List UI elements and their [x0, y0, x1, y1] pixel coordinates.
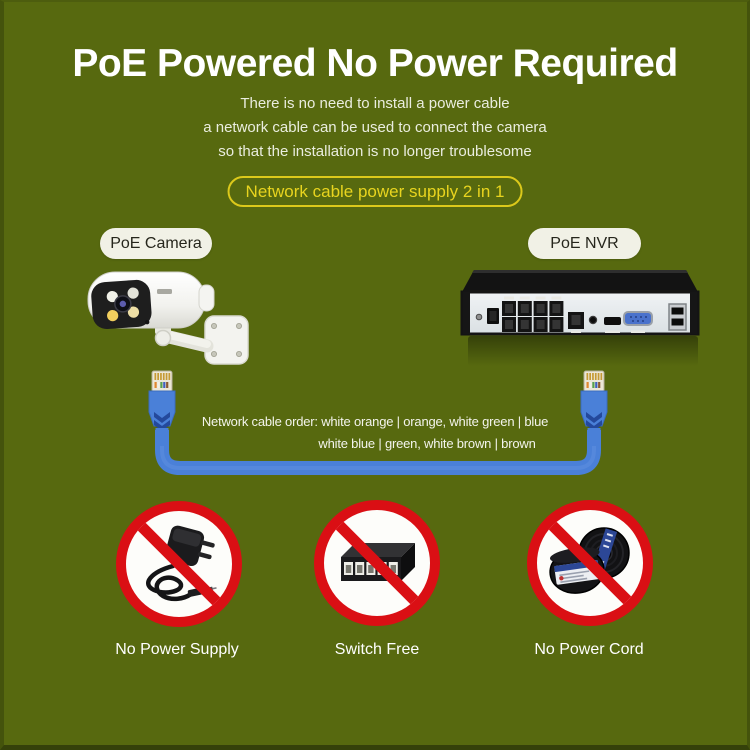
poe-nvr-illustration [460, 270, 700, 336]
hdmi-port [604, 317, 621, 325]
nvr-reflection [468, 336, 698, 366]
cable-note-line-2: white blue | green, white brown | brown [318, 436, 536, 451]
vga-port [623, 311, 653, 326]
no-power-cord-label: No Power Cord [534, 641, 644, 658]
no-power-cord-sign [527, 500, 653, 626]
camera-label-pill: PoE Camera [100, 228, 212, 259]
no-power-supply-label: No Power Supply [115, 641, 239, 658]
ethernet-cable [155, 430, 601, 475]
nvr-label-pill: PoE NVR [528, 228, 641, 259]
rj45-plug-nvr [580, 370, 608, 446]
cable-note-line-1: Network cable order: white orange | oran… [201, 414, 549, 429]
poe-port-grid [502, 296, 564, 332]
subtitle-line-1: There is no need to install a power cabl… [240, 95, 510, 112]
no-power-supply-sign [116, 501, 242, 627]
rj45-plug-camera [148, 370, 176, 446]
switch-free-sign [314, 500, 440, 626]
subtitle-line-3: so that the installation is no longer tr… [218, 143, 532, 160]
badge-pill: Network cable power supply 2 in 1 [227, 176, 523, 207]
subtitle-line-2: a network cable can be used to connect t… [203, 119, 547, 136]
switch-free-label: Switch Free [334, 641, 420, 658]
subtitle: There is no need to install a power cabl… [0, 92, 750, 164]
page-title: PoE Powered No Power Required [72, 42, 678, 85]
poe-camera-illustration [87, 271, 249, 365]
camera-brand-logo [157, 289, 172, 294]
